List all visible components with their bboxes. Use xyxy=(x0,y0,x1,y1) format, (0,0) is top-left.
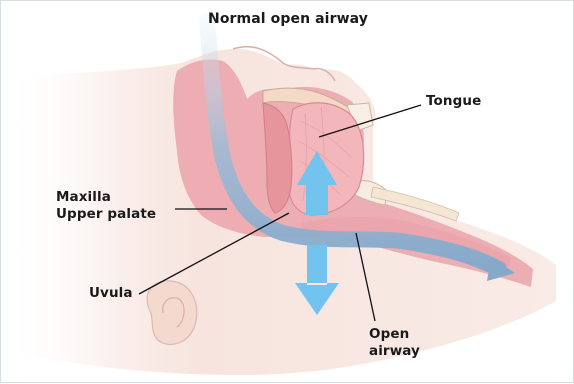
ear xyxy=(147,281,197,345)
upper-palate-label: Upper palate xyxy=(56,206,156,223)
tongue-label: Tongue xyxy=(426,93,481,110)
airway-label: airway xyxy=(369,343,420,360)
open-label: Open xyxy=(369,326,409,343)
figure-title: Normal open airway xyxy=(1,11,574,28)
maxilla-label: Maxilla xyxy=(56,189,111,206)
uvula-label: Uvula xyxy=(89,285,133,302)
